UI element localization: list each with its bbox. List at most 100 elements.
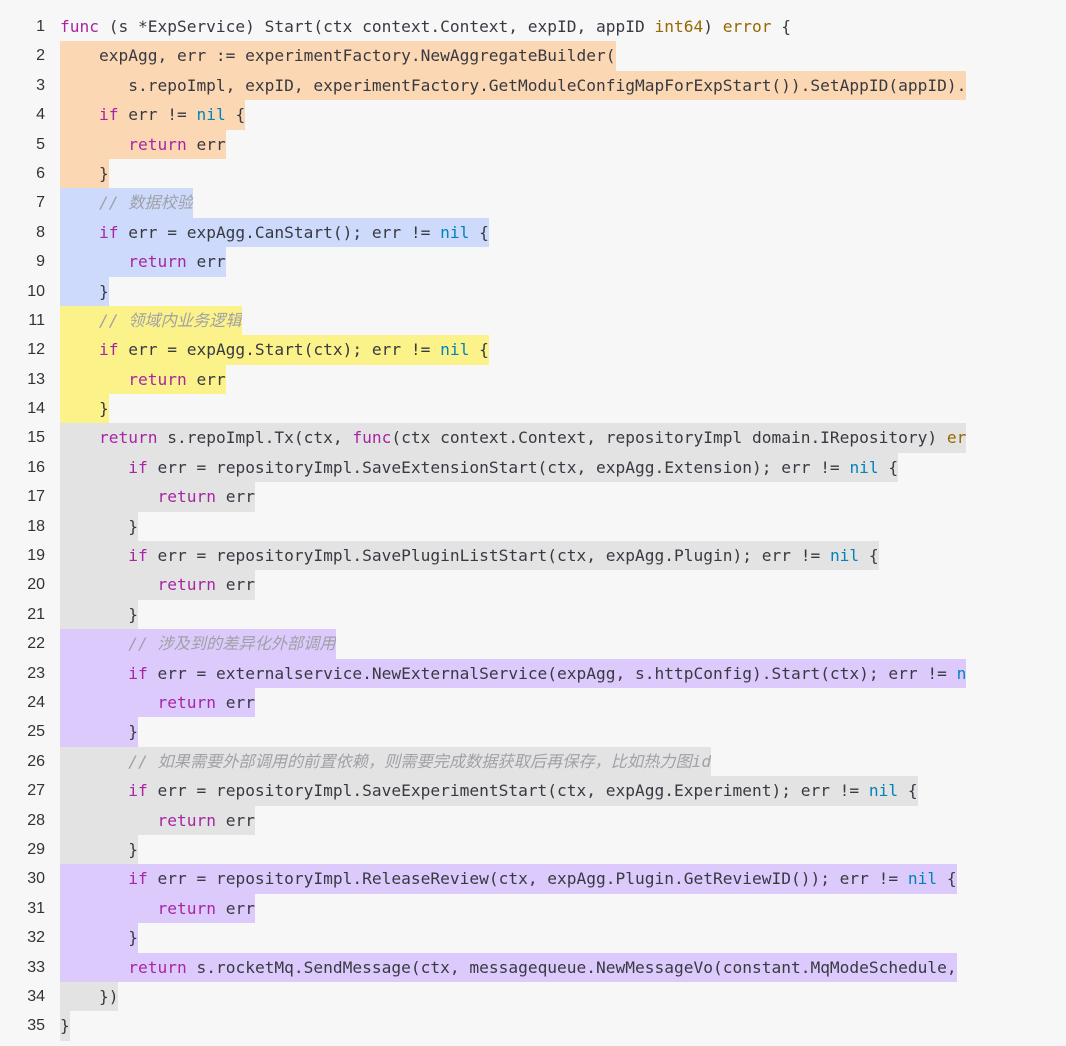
line-number: 21: [27, 605, 45, 623]
code-line: 12 if err = expAgg.Start(ctx); err != ni…: [0, 335, 1066, 365]
code-line: 10 }: [0, 276, 1066, 306]
code-line: 22 // 涉及到的差异化外部调用: [0, 629, 1066, 659]
code-token: [60, 370, 128, 389]
code-token: return: [128, 957, 187, 977]
line-number: 20: [27, 576, 45, 594]
code-token: [60, 869, 128, 888]
code-token: [60, 487, 157, 506]
code-line: 27 if err = repositoryImpl.SaveExperimen…: [0, 776, 1066, 806]
code-text: expAgg, err := experimentFactory.NewAggr…: [60, 41, 616, 71]
code-line: 5 return err: [0, 129, 1066, 159]
line-number: 3: [36, 76, 45, 94]
line-number: 10: [27, 282, 45, 300]
code-line: 18 }: [0, 511, 1066, 542]
code-token: [60, 664, 128, 683]
code-text: if err != nil {: [60, 100, 246, 130]
code-text: s.repoImpl, expID, experimentFactory.Get…: [60, 70, 967, 101]
code-token: return: [157, 487, 216, 507]
code-token: return: [128, 134, 187, 154]
code-token: {: [937, 869, 957, 889]
line-number: 31: [27, 899, 45, 917]
code-text: if err = repositoryImpl.SavePluginListSt…: [60, 541, 879, 571]
code-line: 11 // 领域内业务逻辑: [0, 305, 1066, 336]
line-number: 13: [27, 370, 45, 388]
code-line: 29 }: [0, 834, 1066, 865]
code-line: 7 // 数据校验: [0, 188, 1066, 218]
code-line: 9 return err: [0, 247, 1066, 277]
code-token: error: [722, 17, 772, 36]
code-text: // 如果需要外部调用的前置依赖，则需要完成数据获取后再保存，比如热力图id: [60, 746, 712, 777]
code-token: [60, 223, 99, 242]
code-text: return err: [60, 364, 226, 395]
code-token: err !=: [118, 105, 197, 125]
code-token: [60, 135, 128, 154]
code-token: if: [128, 546, 148, 566]
code-text: return err: [60, 482, 255, 512]
code-text: }: [60, 717, 138, 747]
line-number: 35: [27, 1017, 45, 1035]
line-number: 6: [36, 164, 45, 182]
code-token: err = repositoryImpl.SaveExperimentStart…: [147, 781, 869, 801]
code-token: [60, 958, 128, 977]
code-line: 34 }): [0, 981, 1066, 1012]
code-line: 32 }: [0, 923, 1066, 953]
code-text: return s.repoImpl.Tx(ctx, func(ctx conte…: [60, 423, 967, 453]
code-token: [60, 781, 128, 800]
code-token: {: [878, 457, 899, 477]
code-text: if err = externalservice.NewExternalServ…: [60, 658, 967, 688]
code-token: return: [157, 575, 216, 595]
code-text: if err = expAgg.CanStart(); err != nil {: [60, 217, 489, 248]
code-token: err: [215, 810, 255, 830]
line-number: 33: [27, 958, 45, 976]
code-line: 14 }: [0, 394, 1066, 424]
code-token: err: [215, 692, 255, 712]
code-token: func: [352, 428, 392, 448]
code-text: return err: [60, 687, 255, 718]
code-text: return err: [60, 129, 226, 159]
code-token: nil: [196, 105, 226, 125]
code-token: // 如果需要外部调用的前置依赖，则需要完成数据获取后再保存，比如热力图id: [128, 751, 712, 771]
code-token: nil: [440, 222, 470, 242]
code-text: return err: [60, 805, 255, 835]
line-number: 34: [27, 987, 45, 1005]
code-text: return err: [60, 570, 255, 600]
code-token: }: [60, 516, 138, 536]
code-text: }: [60, 1011, 70, 1041]
line-number: 7: [36, 194, 45, 212]
line-number: 24: [27, 693, 45, 711]
code-token: if: [128, 663, 148, 683]
code-token: [60, 811, 157, 830]
line-number: 28: [27, 811, 45, 829]
code-token: int64: [654, 17, 704, 36]
code-text: }: [60, 834, 138, 865]
code-token: (ctx context.Context, repositoryImpl dom…: [391, 428, 947, 448]
code-token: [60, 458, 128, 477]
code-token: [60, 311, 99, 330]
code-token: err: [215, 575, 255, 595]
code-line: 4 if err != nil {: [0, 100, 1066, 130]
line-number: 23: [27, 664, 45, 682]
code-token: }: [60, 604, 138, 624]
code-line: 2 expAgg, err := experimentFactory.NewAg…: [0, 41, 1066, 71]
code-line: 8 if err = expAgg.CanStart(); err != nil…: [0, 217, 1066, 248]
code-line: 25 }: [0, 717, 1066, 747]
code-token: if: [128, 457, 148, 477]
line-number: 11: [28, 311, 45, 329]
code-token: (s *ExpService) Start(ctx context.Contex…: [98, 17, 655, 36]
code-token: expAgg, err := experimentFactory.NewAggr…: [60, 46, 616, 66]
code-token: if: [128, 781, 148, 801]
code-text: // 数据校验: [60, 188, 193, 218]
code-token: return: [157, 692, 216, 712]
code-token: nil: [440, 340, 470, 360]
code-text: }: [60, 599, 138, 630]
code-line: 15 return s.repoImpl.Tx(ctx, func(ctx co…: [0, 423, 1066, 453]
code-line: 17 return err: [0, 482, 1066, 512]
line-number: 5: [36, 135, 45, 153]
code-token: nil: [907, 869, 938, 889]
line-number: 27: [27, 782, 45, 800]
code-token: if: [128, 869, 148, 889]
code-text: if err = expAgg.Start(ctx); err != nil {: [60, 335, 489, 365]
line-number: 17: [27, 488, 45, 506]
code-token: if: [98, 222, 119, 242]
code-text: }: [60, 923, 138, 953]
